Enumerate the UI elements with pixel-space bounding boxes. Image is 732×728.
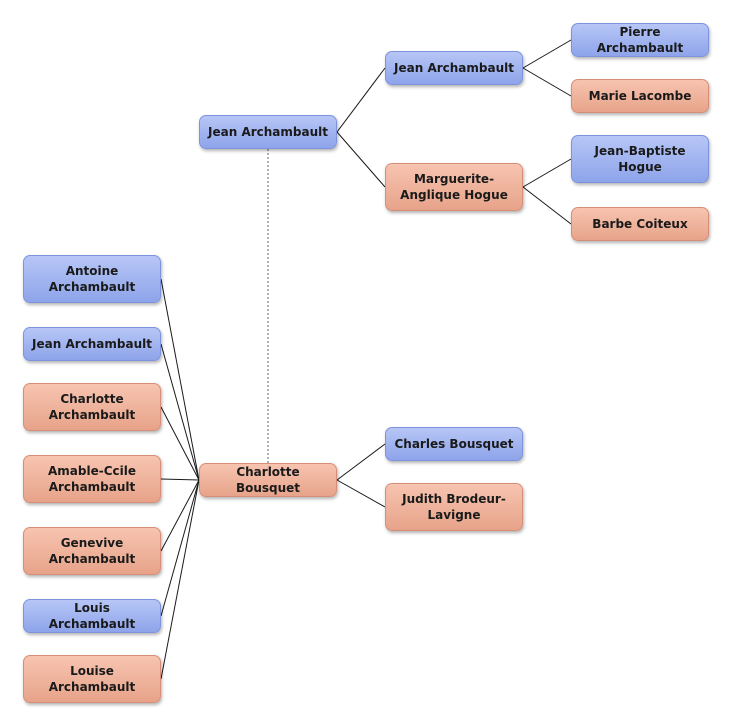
child-node-louise-archambault[interactable]: Louise Archambault [23,655,161,703]
person-node-charles-bousquet[interactable]: Charles Bousquet [385,427,523,461]
connector-father-to-grandfather [336,67,386,133]
person-node-jean-archambault-father[interactable]: Jean Archambault [199,115,337,149]
connector-grandmother-to-ggm2 [522,186,572,225]
connector-child-2 [160,406,200,481]
person-node-barbe-coiteux[interactable]: Barbe Coiteux [571,207,709,241]
person-node-marie-lacombe[interactable]: Marie Lacombe [571,79,709,113]
person-node-jean-archambault-grandfather[interactable]: Jean Archambault [385,51,523,85]
connector-child-1 [160,343,200,481]
person-node-marguerite-anglique-hogue[interactable]: Marguerite-Anglique Hogue [385,163,523,211]
child-node-jean-archambault[interactable]: Jean Archambault [23,327,161,361]
connector-child-5 [160,479,200,617]
child-node-antoine-archambault[interactable]: Antoine Archambault [23,255,161,303]
connector-child-4 [160,479,200,552]
connector-child-0 [160,278,200,481]
connector-child-6 [160,479,200,680]
person-node-charlotte-bousquet[interactable]: Charlotte Bousquet [199,463,337,497]
connector-mother-to-mgm [336,479,386,508]
connector-grandfather-to-ggf1 [522,39,572,69]
connector-father-to-grandmother [336,131,386,188]
child-node-amable-ccile-archambault[interactable]: Amable-Ccile Archambault [23,455,161,503]
person-node-pierre-archambault[interactable]: Pierre Archambault [571,23,709,57]
connector-child-3 [160,478,200,481]
child-node-genevive-archambault[interactable]: Genevive Archambault [23,527,161,575]
connector-grandmother-to-ggf2 [522,158,572,188]
person-node-jean-baptiste-hogue[interactable]: Jean-Baptiste Hogue [571,135,709,183]
child-node-charlotte-archambault[interactable]: Charlotte Archambault [23,383,161,431]
child-node-louis-archambault[interactable]: Louis Archambault [23,599,161,633]
connector-mother-to-mgf [336,443,386,481]
connector-grandfather-to-ggm1 [522,67,572,97]
person-node-judith-brodeur-lavigne[interactable]: Judith Brodeur-Lavigne [385,483,523,531]
